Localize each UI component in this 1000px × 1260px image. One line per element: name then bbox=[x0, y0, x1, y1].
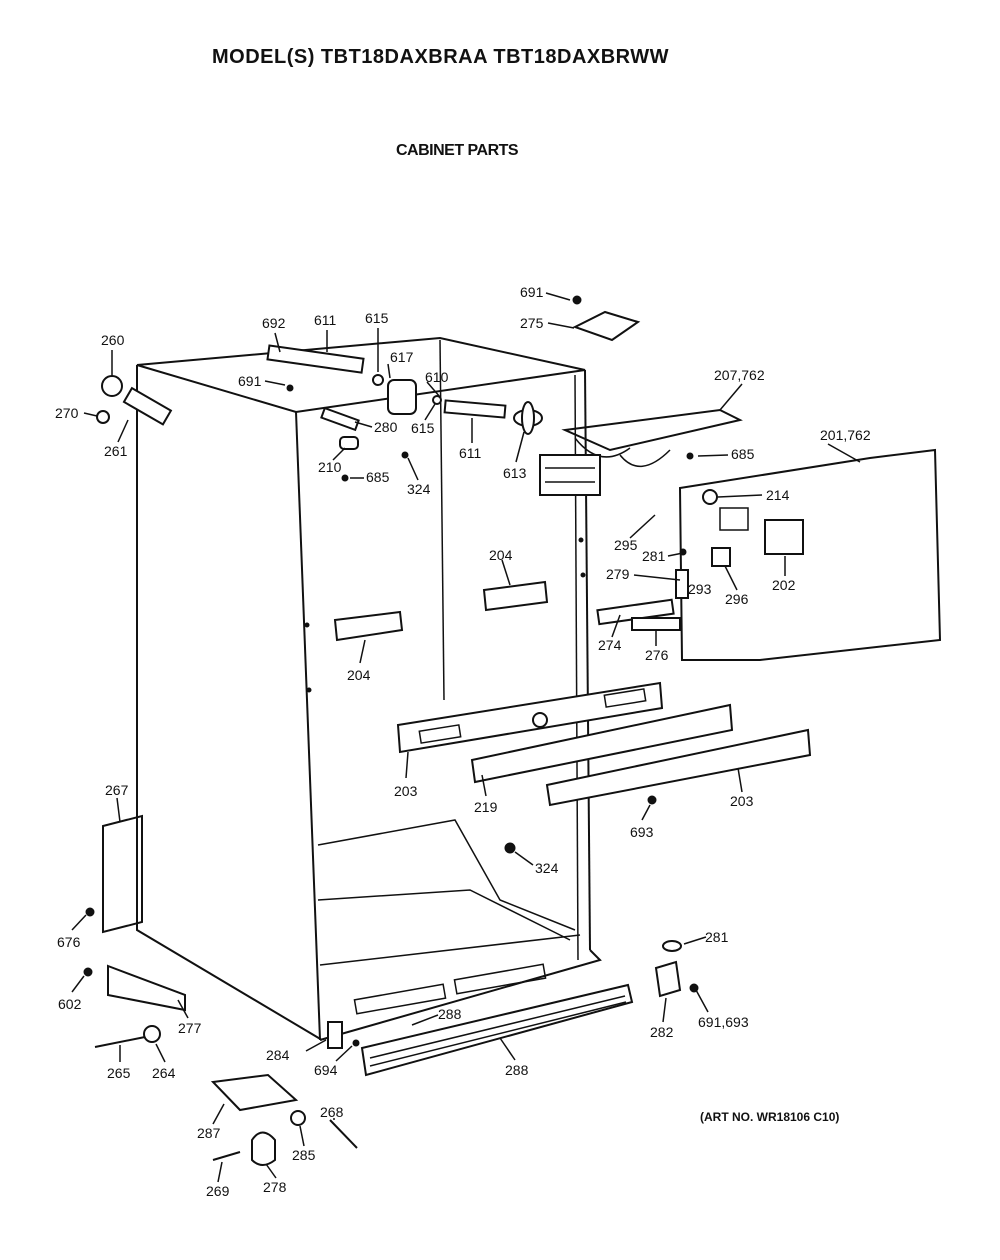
callout-691-693: 691,693 bbox=[698, 1014, 749, 1030]
callout-278: 278 bbox=[263, 1179, 287, 1195]
callout-284: 284 bbox=[266, 1047, 290, 1063]
callout-288-grille: 288 bbox=[505, 1062, 529, 1078]
callout-275: 275 bbox=[520, 315, 544, 331]
callout-203-left: 203 bbox=[394, 783, 418, 799]
callout-203-right: 203 bbox=[730, 793, 754, 809]
callout-617: 617 bbox=[390, 349, 414, 365]
callout-214: 214 bbox=[766, 487, 790, 503]
callout-692: 692 bbox=[262, 315, 286, 331]
callout-282: 282 bbox=[650, 1024, 674, 1040]
callout-265: 265 bbox=[107, 1065, 131, 1081]
callout-691-top: 691 bbox=[238, 373, 262, 389]
callout-277: 277 bbox=[178, 1020, 202, 1036]
leader-lines bbox=[71, 292, 861, 1183]
callout-295: 295 bbox=[614, 537, 638, 553]
callout-602: 602 bbox=[58, 996, 82, 1012]
callout-207-762: 207,762 bbox=[714, 367, 765, 383]
callout-204-left: 204 bbox=[347, 667, 371, 683]
callout-293: 293 bbox=[688, 581, 712, 597]
callout-685-left: 685 bbox=[366, 469, 390, 485]
callout-210: 210 bbox=[318, 459, 342, 475]
part-shapes bbox=[83, 295, 942, 1166]
callout-labels: 260 270 261 692 691 611 615 617 610 615 … bbox=[55, 284, 871, 1199]
callout-281-low: 281 bbox=[705, 929, 729, 945]
callout-270: 270 bbox=[55, 405, 79, 421]
callout-615-low: 615 bbox=[411, 420, 435, 436]
callout-267: 267 bbox=[105, 782, 129, 798]
callout-219: 219 bbox=[474, 799, 498, 815]
callout-202: 202 bbox=[772, 577, 796, 593]
callout-611-left: 611 bbox=[314, 312, 337, 328]
callout-260: 260 bbox=[101, 332, 125, 348]
callout-276: 276 bbox=[645, 647, 669, 663]
callout-685-right: 685 bbox=[731, 446, 755, 462]
callout-610: 610 bbox=[425, 369, 449, 385]
page-title: MODEL(S) TBT18DAXBRAA TBT18DAXBRWW bbox=[212, 46, 669, 68]
callout-201-762: 201,762 bbox=[820, 427, 871, 443]
callout-613: 613 bbox=[503, 465, 527, 481]
callout-615-top: 615 bbox=[365, 310, 389, 326]
callout-694: 694 bbox=[314, 1062, 338, 1078]
callout-676: 676 bbox=[57, 934, 81, 950]
callout-268: 268 bbox=[320, 1104, 344, 1120]
callout-280: 280 bbox=[374, 419, 398, 435]
callout-693: 693 bbox=[630, 824, 654, 840]
callout-264: 264 bbox=[152, 1065, 176, 1081]
callout-204-right: 204 bbox=[489, 547, 513, 563]
callout-274: 274 bbox=[598, 637, 622, 653]
callout-611-right: 611 bbox=[459, 445, 482, 461]
callout-288-screw: 288 bbox=[438, 1006, 462, 1022]
section-title: CABINET PARTS bbox=[396, 142, 519, 159]
callout-324-top: 324 bbox=[407, 481, 431, 497]
callout-296: 296 bbox=[725, 591, 749, 607]
callout-281-top: 281 bbox=[642, 548, 666, 564]
callout-287: 287 bbox=[197, 1125, 221, 1141]
callout-269: 269 bbox=[206, 1183, 230, 1199]
callout-261: 261 bbox=[104, 443, 128, 459]
callout-279: 279 bbox=[606, 566, 630, 582]
callout-285: 285 bbox=[292, 1147, 316, 1163]
art-number: (ART NO. WR18106 C10) bbox=[700, 1110, 840, 1124]
cabinet-body bbox=[136, 336, 602, 1041]
callout-691-cover: 691 bbox=[520, 284, 544, 300]
callout-324-low: 324 bbox=[535, 860, 559, 876]
